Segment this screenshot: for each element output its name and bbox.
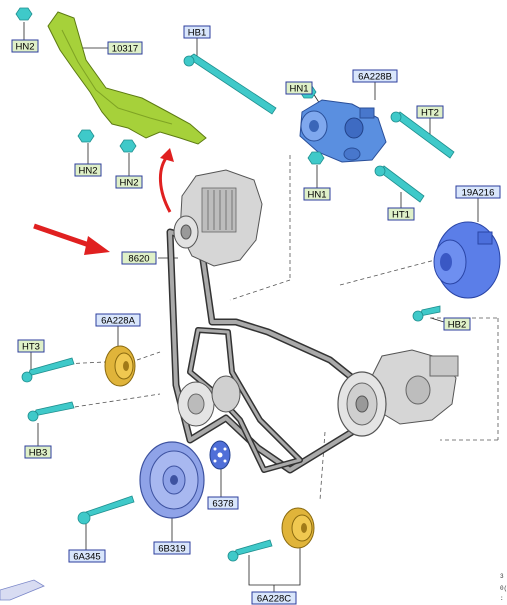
svg-text:HT2: HT2 (421, 108, 439, 119)
svg-text:HN1: HN1 (307, 190, 326, 201)
svg-text:6A345: 6A345 (73, 552, 100, 563)
svg-text:HN2: HN2 (15, 42, 34, 53)
tensioner-6A228B (299, 99, 387, 163)
washer-6378 (209, 440, 231, 470)
pump-pulley (337, 371, 387, 437)
svg-text:HB1: HB1 (188, 28, 206, 39)
svg-text:8620: 8620 (128, 254, 149, 265)
svg-text:HT3: HT3 (22, 342, 40, 353)
label-hb2[interactable]: HB2 (443, 317, 471, 331)
svg-text:6A228B: 6A228B (358, 72, 392, 83)
label-hn1-lower[interactable]: HN1 (303, 187, 331, 201)
svg-text:6A228C: 6A228C (257, 594, 291, 605)
label-ht1[interactable]: HT1 (387, 207, 415, 221)
label-hb1[interactable]: HB1 (183, 25, 211, 39)
svg-text::: : (500, 595, 504, 602)
label-6A228C[interactable]: 6A228C (251, 591, 297, 605)
label-hn2-top[interactable]: HN2 (11, 39, 39, 53)
red-arrow-curved (159, 148, 174, 213)
label-6A345[interactable]: 6A345 (68, 549, 106, 563)
label-10317[interactable]: 10317 (107, 41, 143, 55)
part-19A216 (433, 221, 501, 299)
idler-6A228C (281, 507, 315, 549)
svg-text:3: 3 (500, 573, 504, 580)
label-6B319[interactable]: 6B319 (153, 541, 191, 555)
label-6A228B[interactable]: 6A228B (352, 69, 398, 83)
edge-text: 3 0( : (500, 573, 507, 602)
front-direction-arrow-icon (0, 579, 45, 601)
red-arrow-straight (33, 223, 110, 255)
callout-labels: HN2 10317 HB1 HN1 6A228B HT2 HN2 (11, 25, 501, 605)
tensioner-pulley-middle (177, 375, 241, 427)
svg-text:0(: 0( (500, 585, 507, 592)
svg-text:6B319: 6B319 (158, 544, 185, 555)
svg-text:6A228A: 6A228A (101, 316, 135, 327)
label-ht2[interactable]: HT2 (416, 105, 444, 119)
crank-pulley-6B319 (139, 441, 205, 519)
alignment-lines (61, 155, 499, 501)
svg-text:10317: 10317 (112, 44, 138, 55)
alternator (173, 169, 263, 267)
label-hn1-upper[interactable]: HN1 (285, 81, 313, 95)
svg-text:HB3: HB3 (29, 448, 47, 459)
svg-text:HN1: HN1 (289, 84, 308, 95)
svg-text:HB2: HB2 (448, 320, 466, 331)
label-8620[interactable]: 8620 (121, 251, 157, 265)
label-6A228A[interactable]: 6A228A (95, 313, 141, 327)
steering-pump (369, 349, 459, 425)
belt-system (166, 228, 374, 474)
label-hb3[interactable]: HB3 (24, 445, 52, 459)
label-hn2-mid-right[interactable]: HN2 (115, 175, 143, 189)
label-19A216[interactable]: 19A216 (455, 185, 501, 199)
svg-text:19A216: 19A216 (462, 188, 495, 199)
idler-6A228A (104, 345, 136, 387)
label-ht3[interactable]: HT3 (17, 339, 45, 353)
svg-text:6378: 6378 (212, 499, 233, 510)
leader-lines (23, 22, 479, 592)
label-hn2-mid-left[interactable]: HN2 (74, 163, 102, 177)
bolts (21, 53, 455, 562)
svg-text:HT1: HT1 (392, 210, 410, 221)
svg-text:HN2: HN2 (78, 166, 97, 177)
svg-text:HN2: HN2 (119, 178, 138, 189)
label-6378[interactable]: 6378 (207, 496, 239, 510)
bracket-10317 (47, 11, 207, 145)
